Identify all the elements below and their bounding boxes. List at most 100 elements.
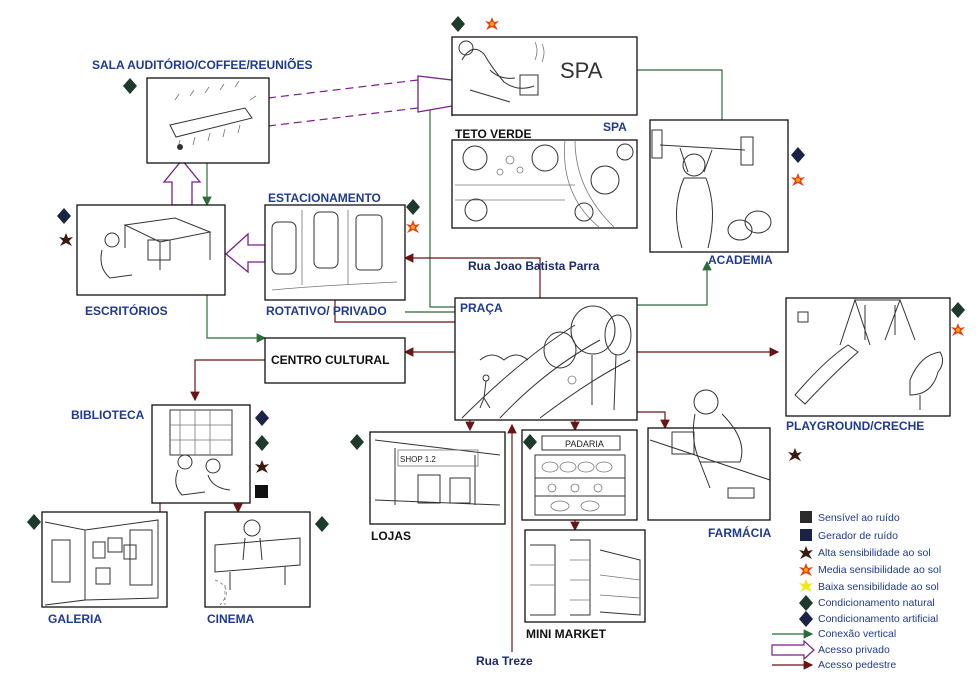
media-sun-icon xyxy=(485,17,499,30)
library-sketch xyxy=(169,409,233,496)
arrow-estac-escritorios xyxy=(225,232,266,274)
label-biblioteca: BIBLIOTECA xyxy=(71,408,145,422)
alta-sun-icon xyxy=(59,233,73,246)
artificial-conditioning-icon xyxy=(255,410,269,426)
academia-frame xyxy=(649,119,789,253)
spa-relax-sketch xyxy=(458,40,545,103)
room-escritorios: ESCRITÓRIOS xyxy=(57,204,226,318)
legend-noise-sensitive-icon xyxy=(800,511,812,523)
link-escritorios-centro xyxy=(206,295,267,343)
label-sala: SALA AUDITÓRIO/COFFEE/REUNIÕES xyxy=(92,57,312,72)
centro-frame xyxy=(264,337,406,384)
alta-sun-icon xyxy=(788,448,802,461)
room-praca: PRAÇA xyxy=(454,297,638,421)
escritorios-frame xyxy=(76,204,226,296)
media-sun-icon xyxy=(791,173,805,186)
weightlifter-sketch xyxy=(651,129,772,249)
media-sun-icon xyxy=(406,220,420,233)
cars-sketch xyxy=(271,210,398,291)
padaria-frame xyxy=(521,429,638,521)
room-academia: ACADEMIA xyxy=(649,119,805,267)
link-centro-biblioteca xyxy=(190,359,265,402)
label-lojas: LOJAS xyxy=(371,529,411,543)
conference-table-sketch xyxy=(169,80,257,150)
legend-natural-icon xyxy=(799,595,813,611)
artificial-conditioning-icon xyxy=(57,208,71,224)
teto-frame xyxy=(451,139,638,229)
cinema-seats-sketch xyxy=(214,519,301,606)
label-praca: PRAÇA xyxy=(460,301,503,315)
label-farmacia: FARMÁCIA xyxy=(708,525,772,540)
shop-front-sketch xyxy=(374,439,501,506)
room-biblioteca: BIBLIOTECA xyxy=(71,404,269,504)
gallery-sketch xyxy=(44,519,159,606)
office-desk-sketch xyxy=(100,217,212,279)
label-escritorios: ESCRITÓRIOS xyxy=(85,303,168,318)
link-praca-estac xyxy=(403,253,541,298)
cinema-frame xyxy=(204,511,311,608)
label-academia: ACADEMIA xyxy=(708,253,773,267)
estacionamento-frame xyxy=(264,204,406,301)
spa-frame xyxy=(451,36,638,116)
room-teto: TETO VERDE xyxy=(451,127,638,229)
farmacia-frame xyxy=(647,427,771,521)
link-spa-academia xyxy=(637,69,727,135)
arrow-escritorios-sala xyxy=(162,158,202,206)
label-playground: PLAYGROUND/CRECHE xyxy=(786,419,924,433)
legend-alta-sun-icon xyxy=(799,546,813,559)
natural-conditioning-icon xyxy=(123,78,137,94)
legend-media-sun-icon xyxy=(799,563,813,576)
room-cinema: CINEMA xyxy=(204,511,329,626)
room-padaria: PADARIA xyxy=(521,429,638,521)
padaria-sign: PADARIA xyxy=(565,439,604,449)
room-sala: SALA AUDITÓRIO/COFFEE/REUNIÕES xyxy=(92,57,312,164)
legend-sensivel: Sensível ao ruído xyxy=(818,512,900,524)
legend-media: Media sensibilidade ao sol xyxy=(818,564,941,576)
playground-frame xyxy=(785,297,951,417)
label-galeria: GALERIA xyxy=(48,612,102,626)
park-sketch xyxy=(461,305,632,419)
natural-conditioning-icon xyxy=(315,516,329,532)
room-spa: SPA SPA xyxy=(451,16,638,134)
link-biblioteca-galeria xyxy=(159,503,238,512)
natural-conditioning-icon xyxy=(951,302,965,318)
alta-sun-icon xyxy=(255,460,269,473)
room-playground: PLAYGROUND/CRECHE xyxy=(785,297,965,433)
room-galeria: GALERIA xyxy=(27,511,168,626)
roof-garden-sketch xyxy=(455,139,634,229)
room-farmacia: FARMÁCIA xyxy=(647,389,802,540)
label-minimarket: MINI MARKET xyxy=(526,627,607,641)
legend-noise-generator-icon xyxy=(800,529,812,541)
natural-conditioning-icon xyxy=(255,435,269,451)
natural-conditioning-icon xyxy=(451,16,465,32)
connectors xyxy=(159,69,780,652)
room-centro: CENTRO CULTURAL xyxy=(264,337,406,384)
natural-conditioning-icon xyxy=(350,434,364,450)
minimarket-frame xyxy=(524,529,646,623)
room-lojas: SHOP 1.2 LOJAS xyxy=(350,431,506,543)
legend-alta: Alta sensibilidade ao sol xyxy=(818,547,931,559)
street-joao: Rua Joao Batista Parra xyxy=(468,259,600,273)
room-minimarket: MINI MARKET xyxy=(524,529,646,641)
artificial-conditioning-icon xyxy=(791,147,805,163)
street-treze: Rua Treze xyxy=(476,654,533,668)
legend-gerador: Gerador de ruído xyxy=(818,530,898,542)
biblioteca-frame xyxy=(151,404,251,504)
natural-conditioning-icon xyxy=(406,199,420,215)
legend-artificial: Condicionamento artificial xyxy=(818,613,938,625)
sala-frame xyxy=(146,77,270,164)
legend-baixa-sun-icon xyxy=(799,579,813,592)
playground-sketch xyxy=(794,298,944,410)
label-centro: CENTRO CULTURAL xyxy=(271,353,389,367)
legend-privado: Acesso privado xyxy=(818,644,890,656)
noise-sensitive-icon xyxy=(255,485,268,498)
market-shelves-sketch xyxy=(530,539,641,616)
media-sun-icon xyxy=(951,323,965,336)
label-cinema: CINEMA xyxy=(207,612,255,626)
natural-conditioning-icon xyxy=(27,514,41,530)
spa-sign: SPA xyxy=(560,58,603,83)
link-praca-spa xyxy=(429,98,455,308)
room-estacionamento: ESTACIONAMENTO ROTATIVO/ PRIVADO xyxy=(264,191,420,318)
legend-private-arrow-icon xyxy=(771,639,815,661)
